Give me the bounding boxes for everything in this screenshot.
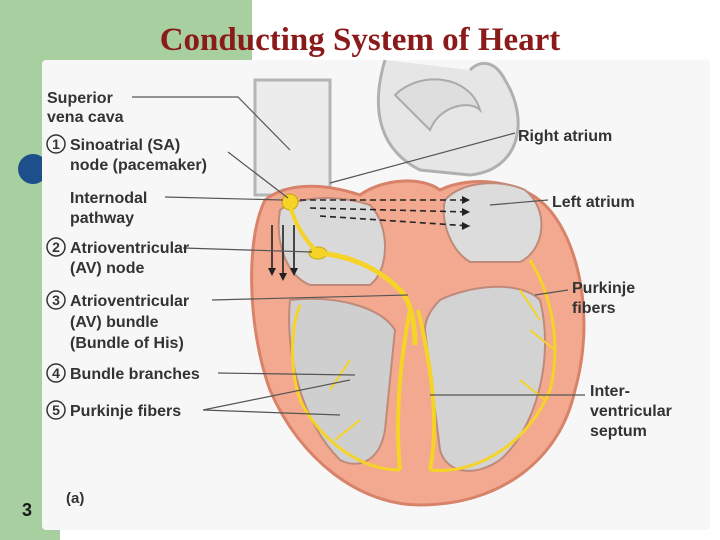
aorta: [377, 59, 520, 177]
label-right-atrium: Right atrium: [518, 128, 612, 145]
label-superior-vena-cava: Superior vena cava: [47, 90, 124, 126]
step-4-circle: [46, 363, 66, 383]
pulmonary-trunk: [393, 78, 483, 132]
signal-arrows-down: [271, 225, 295, 275]
step-4-number: 4: [52, 365, 60, 381]
purkinje-fibers-right-wall: [291, 304, 401, 472]
step-1-number: 1: [52, 136, 60, 152]
panel-label: (a): [66, 490, 84, 507]
label-bundle-branches: Bundle branches: [70, 366, 200, 383]
left-ventricle-chamber: [423, 285, 547, 472]
top-green-block: [60, 0, 252, 60]
arrow-heads-left-atrium: [462, 196, 470, 230]
step-5-number: 5: [52, 402, 60, 418]
purkinje-fibers-left-wall: [429, 259, 557, 472]
label-purkinje-fibers-right: Purkinje fibers: [572, 280, 640, 317]
label-internodal-pathway: Internodal pathway: [70, 190, 152, 227]
step-2-number: 2: [52, 239, 60, 255]
step-3-number: 3: [52, 292, 60, 308]
label-av-bundle: Atrioventricular (AV) bundle (Bundle of …: [70, 293, 194, 352]
label-purkinje-fibers-left: Purkinje fibers: [70, 403, 181, 420]
internodal-pathway: [288, 204, 320, 255]
leader-lines: [132, 96, 585, 416]
purkinje-branches: [329, 289, 556, 441]
left-atrium-chamber: [442, 182, 543, 263]
bundle-branch-left: [416, 309, 437, 471]
av-bundle: [317, 250, 418, 346]
signal-arrows-to-left-atrium: [300, 199, 471, 227]
step-2-circle: [46, 237, 66, 257]
step-3-circle: [46, 290, 66, 310]
bundle-branch-right: [396, 309, 412, 471]
label-interventricular-septum: Inter- ventricular septum: [590, 383, 676, 440]
arrow-heads-down: [268, 268, 298, 281]
label-left-atrium: Left atrium: [552, 194, 635, 211]
step-1-circle: [46, 134, 66, 154]
slide-number: 3: [22, 500, 33, 520]
label-sa-node: Sinoatrial (SA) node (pacemaker): [70, 137, 207, 174]
step-5-circle: [46, 400, 66, 420]
label-av-node: Atrioventricular (AV) node: [70, 240, 194, 277]
slide-title: Conducting System of Heart: [159, 22, 561, 58]
superior-vena-cava: [253, 78, 332, 197]
